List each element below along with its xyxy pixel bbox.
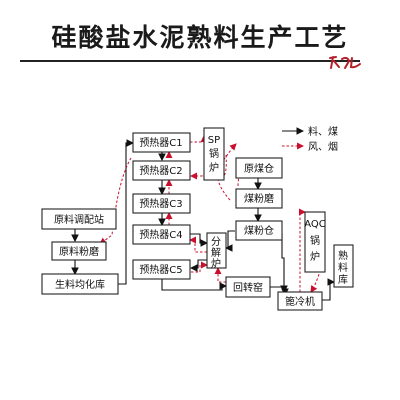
gas-kiln-to-calciner — [214, 267, 226, 283]
flow-c5-down — [161, 279, 223, 291]
flow-cooler-up — [322, 282, 331, 301]
gas-c5-to-calciner — [191, 261, 208, 273]
gas-c1-to-sp — [190, 135, 208, 143]
flow-c4-to-calciner — [190, 233, 209, 247]
node-clinker-line2: 料 — [338, 261, 348, 274]
node-coal-store-label: 原煤仓 — [244, 162, 274, 175]
node-cooler-label: 篦冷机 — [285, 295, 315, 308]
node-preheater-c2: 预热器C2 — [132, 160, 191, 181]
node-aqc-line1: AQC — [304, 219, 326, 230]
node-preheater-c5: 预热器C5 — [132, 259, 191, 280]
node-c4-label: 预热器C4 — [139, 228, 182, 241]
node-calciner-line2: 解 — [211, 246, 221, 259]
node-raw-blend-label: 原料调配站 — [54, 213, 104, 226]
node-c1-label: 预热器C1 — [139, 136, 182, 149]
node-calciner: 分 解 炉 — [206, 232, 227, 270]
node-aqc-line2: 锅 — [310, 235, 320, 247]
node-c5-label: 预热器C5 — [139, 263, 182, 276]
node-calciner-line1: 分 — [211, 236, 221, 248]
node-raw-mill: 原料粉磨 — [51, 241, 107, 261]
flow-calciner-to-c5 — [189, 259, 207, 272]
node-clinker-silo: 熟 料 库 — [333, 244, 354, 288]
node-raw-mill-label: 原料粉磨 — [59, 245, 99, 258]
node-coal-mill-label: 煤粉磨 — [244, 192, 274, 205]
legend-gas-label: 风、烟 — [308, 140, 338, 153]
gas-to-coal-side — [217, 143, 237, 201]
node-c2-label: 预热器C2 — [139, 164, 182, 177]
node-homog-label: 生料均化库 — [55, 278, 105, 291]
node-coal-mill: 煤粉磨 — [235, 188, 283, 209]
material-flow-lines — [71, 139, 336, 301]
flow-coal-to-calciner — [224, 230, 235, 252]
flow-coal-to-kiln-burner — [280, 233, 288, 294]
node-sp-boiler: SP 锅 炉 — [203, 127, 225, 181]
signature-mark — [329, 56, 361, 69]
node-grate-cooler: 篦冷机 — [277, 291, 323, 311]
title-underline — [20, 60, 360, 62]
gas-calciner-to-c4 — [189, 236, 207, 253]
page-title: 硅酸盐水泥熟料生产工艺 — [51, 23, 349, 52]
node-raw-blend: 原料调配站 — [41, 208, 117, 230]
node-preheater-c4: 预热器C4 — [132, 224, 191, 245]
node-preheater-c3: 预热器C3 — [132, 193, 191, 214]
node-preheater-c1: 预热器C1 — [132, 132, 191, 153]
node-calciner-line3: 炉 — [211, 258, 221, 270]
legend: 料、煤 风、烟 — [282, 125, 338, 153]
node-aqc-line3: 炉 — [310, 251, 320, 263]
node-rotary-kiln: 回转窑 — [225, 276, 271, 298]
node-kiln-label: 回转窑 — [233, 281, 263, 294]
legend-material-label: 料、煤 — [308, 125, 338, 138]
node-sp-line1: SP — [208, 135, 220, 146]
node-clinker-line3: 库 — [338, 273, 348, 286]
node-clinker-line1: 熟 — [338, 249, 348, 262]
node-aqc-boiler: AQC 锅 炉 — [304, 211, 326, 273]
node-coal-bin-label: 煤粉仓 — [244, 224, 274, 237]
node-coal-store: 原煤仓 — [235, 157, 283, 179]
node-coal-bin: 煤粉仓 — [235, 220, 283, 241]
flow-homog-to-c1 — [118, 139, 135, 285]
node-sp-line2: 锅 — [209, 148, 219, 160]
node-sp-line3: 炉 — [209, 162, 219, 174]
node-homogenizing-silo: 生料均化库 — [41, 273, 119, 295]
gas-cooler-to-aqc — [299, 208, 306, 292]
node-c3-label: 预热器C3 — [139, 197, 182, 210]
gas-exhaust-to-raw-mill — [99, 157, 132, 245]
